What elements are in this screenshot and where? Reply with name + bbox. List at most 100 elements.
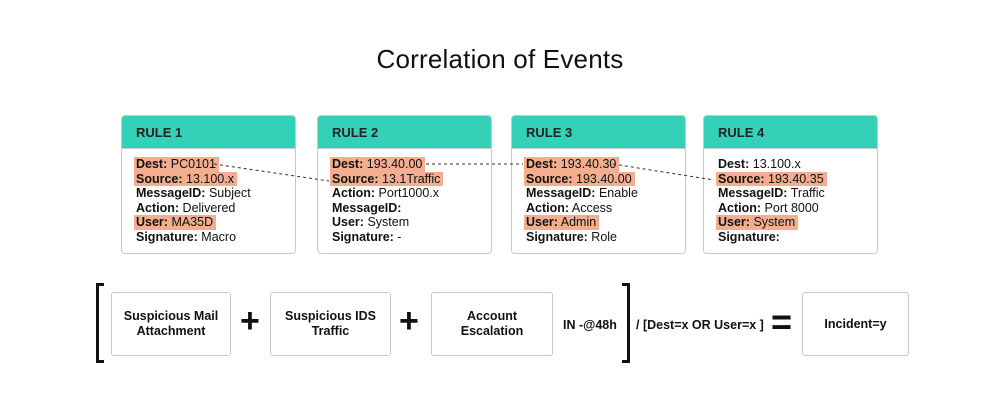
rule-field: Signature: Macro [134, 230, 295, 245]
rule-field: MessageID: Subject [134, 186, 295, 201]
rule-field: MessageID: [330, 201, 491, 216]
highlighted-field: Dest: 193.40.00 [330, 157, 426, 172]
left-bracket [96, 283, 104, 363]
field-value: Delivered [182, 200, 236, 215]
highlighted-field: Source: 13.1Traffic [330, 171, 444, 186]
field-key: Source: [136, 171, 183, 186]
field-key: MessageID: [718, 186, 788, 200]
rule-field: Action: Delivered [134, 201, 295, 216]
rule-field: Signature: Role [524, 230, 685, 245]
rule-header: RULE 2 [318, 116, 491, 149]
rule-field: Action: Port1000.x [330, 186, 491, 201]
rule-field: Signature: - [330, 230, 491, 245]
field-key: User: [332, 215, 364, 229]
field-value: 13.1Traffic [382, 171, 441, 186]
field-text: Signature: Role [524, 230, 620, 245]
rule-header: RULE 1 [122, 116, 295, 149]
field-key: MessageID: [136, 186, 206, 200]
field-text: MessageID: Subject [134, 186, 254, 201]
field-key: Action: [332, 186, 376, 200]
field-text: Signature: Macro [134, 230, 239, 245]
field-key: Dest: [526, 157, 558, 171]
field-text: Action: Port 8000 [716, 201, 822, 216]
rule-field: Source: 13.1Traffic [330, 171, 491, 186]
field-value: 193.40.00 [366, 157, 423, 171]
field-text: Dest: 13.100.x [716, 157, 804, 172]
field-key: Action: [526, 200, 570, 215]
field-key: Signature: [526, 229, 588, 244]
rule-field: User: MA35D [134, 215, 295, 230]
field-text: Action: Port1000.x [330, 186, 442, 201]
field-value: Access [571, 200, 613, 215]
field-value: 193.40.35 [768, 171, 824, 186]
field-key: Source: [526, 171, 573, 186]
rule-field: Dest: 193.40.00 [330, 157, 491, 172]
field-key: Source: [332, 171, 379, 186]
rule-field: MessageID: Traffic [716, 186, 877, 201]
field-value: System [367, 215, 410, 229]
field-key: Action: [136, 200, 180, 215]
field-value: 193.40.30 [560, 157, 617, 171]
highlighted-field: Dest: 193.40.30 [524, 157, 620, 172]
time-window-label: IN -@48h [563, 318, 617, 332]
highlighted-field: Source: 193.40.35 [716, 171, 827, 186]
rule-field: Dest: 13.100.x [716, 157, 877, 172]
plus-sign: + [240, 302, 260, 340]
diagram-title: Correlation of Events [376, 44, 624, 74]
rule-field: Source: 193.40.00 [524, 171, 685, 186]
field-text: User: System [330, 215, 412, 230]
rule-field: Dest: PC0101 [134, 157, 295, 172]
highlighted-field: User: Admin [524, 215, 600, 230]
field-value: Traffic [790, 186, 825, 200]
field-key: Signature: [332, 229, 394, 244]
rule-field: Action: Access [524, 201, 685, 216]
incident-box: Incident=y [802, 292, 909, 356]
field-text: Signature: [716, 230, 783, 245]
field-key: MessageID: [526, 186, 596, 200]
field-key: User: [718, 215, 750, 229]
field-value: Macro [201, 229, 237, 244]
rule-field: Source: 13.100.x [134, 171, 295, 186]
equals-sign: = [771, 301, 793, 342]
field-value: Port 8000 [764, 200, 819, 215]
field-value: PC0101 [170, 157, 216, 171]
connector-rule3-dest-to-rule4-source [612, 163, 715, 181]
field-key: User: [526, 215, 558, 229]
connector-rule1-dest-to-rule2-source [213, 163, 330, 182]
field-key: User: [136, 215, 168, 229]
right-bracket [622, 283, 630, 363]
field-key: Dest: [332, 157, 364, 171]
field-text: Action: Delivered [134, 201, 238, 216]
suspicious-mail-box: Suspicious Mail Attachment [111, 292, 231, 356]
field-key: Signature: [136, 229, 198, 244]
field-text: Action: Access [524, 201, 615, 216]
field-value: MA35D [171, 215, 214, 229]
plus-sign: + [399, 302, 419, 340]
rule-field: Source: 193.40.35 [716, 171, 877, 186]
field-text: MessageID: [330, 201, 404, 216]
field-value: 13.100.x [186, 171, 234, 186]
field-text: Signature: - [330, 230, 404, 245]
field-value: Admin [560, 215, 597, 229]
rule-field: User: System [330, 215, 491, 230]
rule-header: RULE 4 [704, 116, 877, 149]
field-value: Role [591, 229, 618, 244]
rule-field: Dest: 193.40.30 [524, 157, 685, 172]
field-value: 193.40.00 [576, 171, 632, 186]
condition-label: / [Dest=x OR User=x ] [636, 318, 764, 332]
highlighted-field: Source: 193.40.00 [524, 171, 635, 186]
field-key: MessageID: [332, 200, 402, 215]
field-text: MessageID: Traffic [716, 186, 828, 201]
highlighted-field: Source: 13.100.x [134, 171, 237, 186]
rule-field: User: System [716, 215, 877, 230]
rule-field: MessageID: Enable [524, 186, 685, 201]
field-key: Signature: [718, 229, 780, 244]
highlighted-field: User: MA35D [134, 215, 217, 230]
